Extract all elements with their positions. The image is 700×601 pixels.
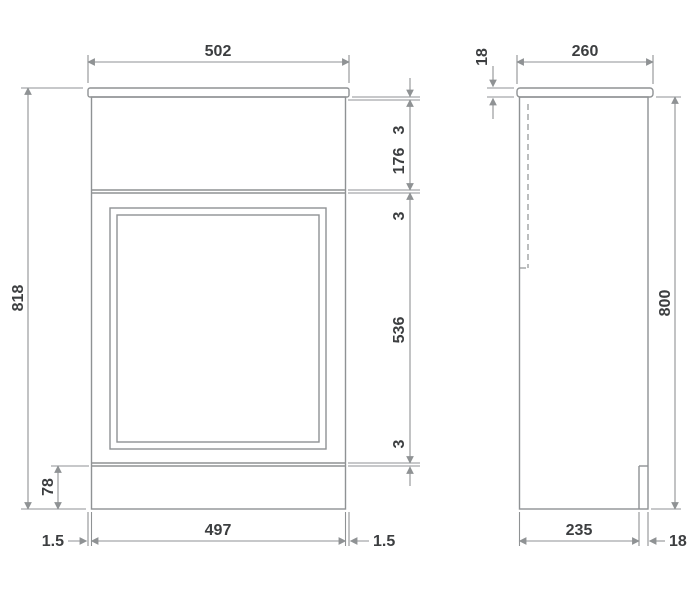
front-cabinet-body [90, 96, 347, 510]
dim-label-front-door-height: 536 [391, 317, 408, 344]
dim-label-front-plinth: 78 [40, 478, 57, 496]
side-worktop [516, 87, 654, 98]
dim-side-bottom-chain: 235 18 [518, 512, 687, 550]
front-door-panel-inner [116, 214, 320, 443]
front-door-panel-outer [109, 207, 327, 450]
dim-label-front-height-total: 818 [10, 285, 27, 312]
dim-front-height-total: 818 [10, 87, 86, 510]
dim-label-side-depth-base: 235 [566, 522, 593, 539]
dim-label-front-overhang-left: 1.5 [42, 533, 64, 550]
dim-label-front-worktop-gap: 3 [391, 125, 408, 134]
dim-label-front-upper-panel: 176 [391, 148, 408, 175]
dim-front-plinth: 78 [40, 465, 89, 510]
dim-label-side-height: 800 [657, 290, 674, 317]
dim-front-width-top: 502 [87, 43, 350, 83]
dim-front-bottom-chain: 1.5 497 1.5 [42, 512, 395, 550]
dim-label-side-plinth-recess: 18 [669, 533, 687, 550]
dim-side-worktop-thickness: 18 [474, 48, 514, 119]
dim-label-side-depth-top: 260 [572, 43, 599, 60]
dim-front-right-chain: 3 176 3 536 3 [348, 78, 420, 486]
front-view [87, 87, 350, 510]
dim-label-front-width-top: 502 [205, 43, 232, 60]
dim-label-front-bottom-gap: 3 [391, 439, 408, 448]
side-view [516, 87, 654, 510]
dim-side-height: 800 [651, 96, 681, 510]
dim-label-front-overhang-right: 1.5 [373, 533, 395, 550]
front-worktop [87, 87, 350, 98]
dim-label-side-worktop-thickness: 18 [474, 48, 491, 66]
dim-label-front-mid-gap: 3 [391, 211, 408, 220]
dim-side-depth-top: 260 [516, 43, 654, 84]
dim-label-front-width-body: 497 [205, 522, 232, 539]
side-cabinet-body [518, 96, 649, 510]
